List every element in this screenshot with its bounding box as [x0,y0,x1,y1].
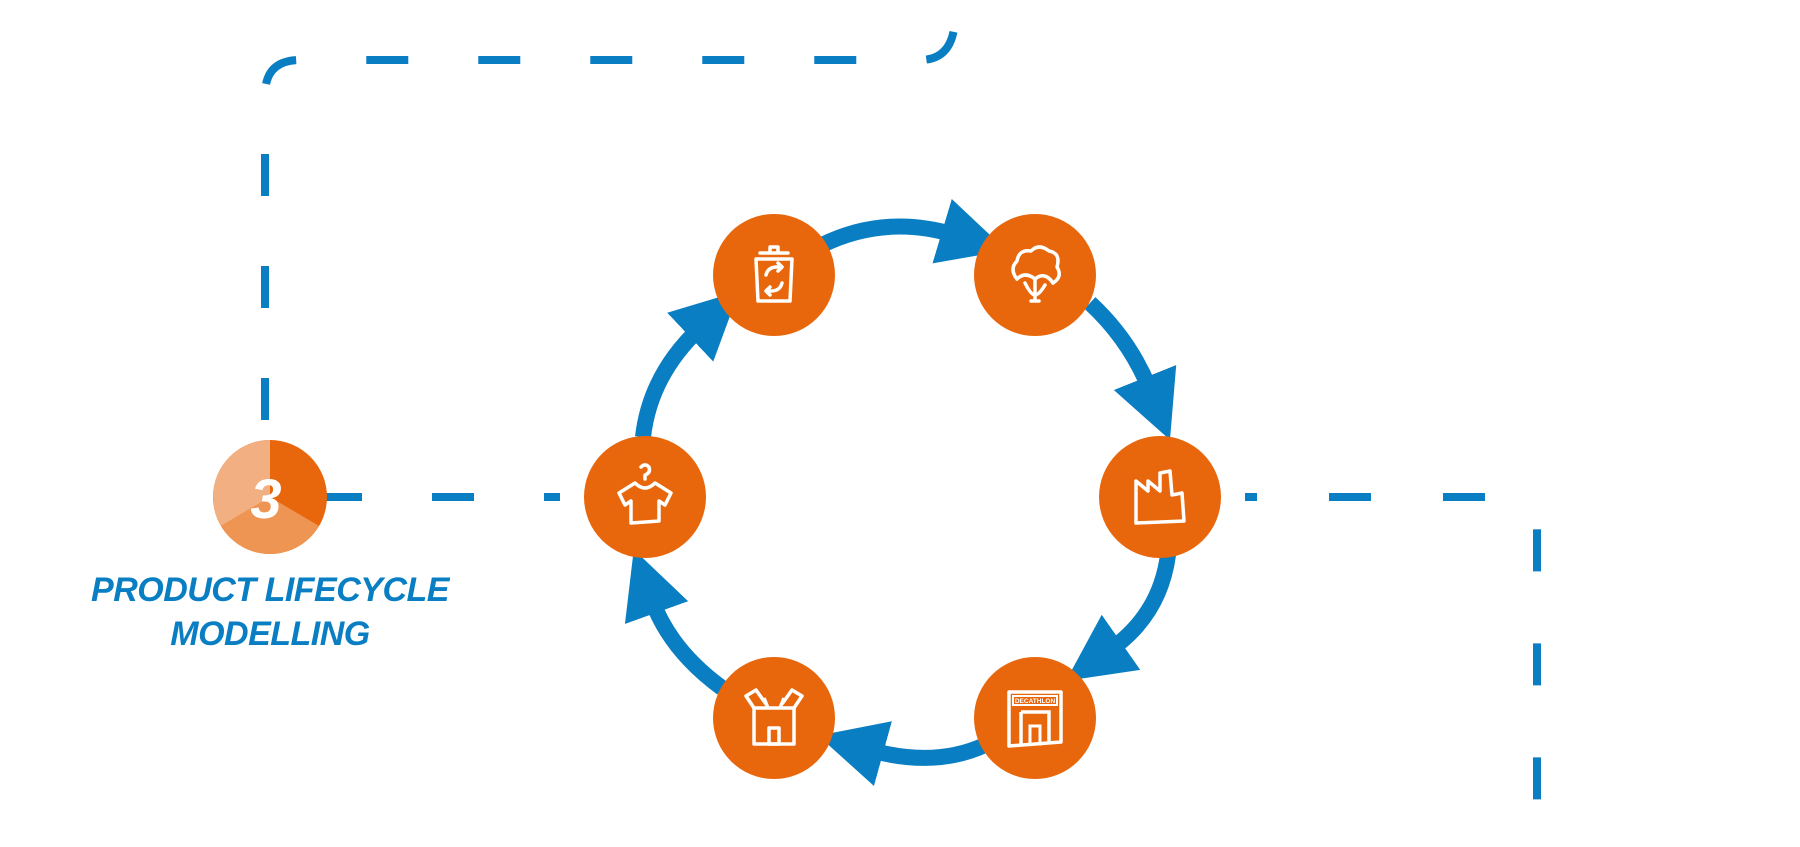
cycle-nodes: DECATHLON [584,214,1221,779]
cotton-plant-icon [1011,245,1061,303]
step-title-line2: MODELLING [170,615,370,653]
arrow-store-to-box [818,721,989,786]
tshirt-hanger-icon [617,463,673,525]
connector-top [261,14,959,420]
node-box [713,657,835,779]
step-badge: 3 [213,440,327,554]
arrow-bin-to-cotton [818,198,1007,264]
arrow-factory-to-store [1065,553,1176,681]
store-sign-label: DECATHLON [1015,698,1056,705]
arrow-box-to-tshirt [624,549,727,695]
cycle-arrows [624,198,1177,786]
arrow-tshirt-to-bin [635,291,740,439]
node-cotton [974,214,1096,336]
step-title-line1: PRODUCT LIFECYCLE [91,571,449,609]
step-title: PRODUCT LIFECYCLE MODELLING [70,568,470,656]
recycle-bin-icon [754,245,794,303]
node-recycling-bin [713,214,835,336]
arrow-cotton-to-factory [1084,297,1177,440]
connector-right [1245,493,1541,820]
factory-icon [1134,469,1186,525]
decathlon-store-icon: DECATHLON [1007,690,1063,748]
node-store: DECATHLON [974,657,1096,779]
node-factory [1099,436,1221,558]
open-box-icon [744,688,804,746]
dashed-connectors [261,14,1541,820]
node-tshirt [584,436,706,558]
step-number: 3 [250,467,281,530]
